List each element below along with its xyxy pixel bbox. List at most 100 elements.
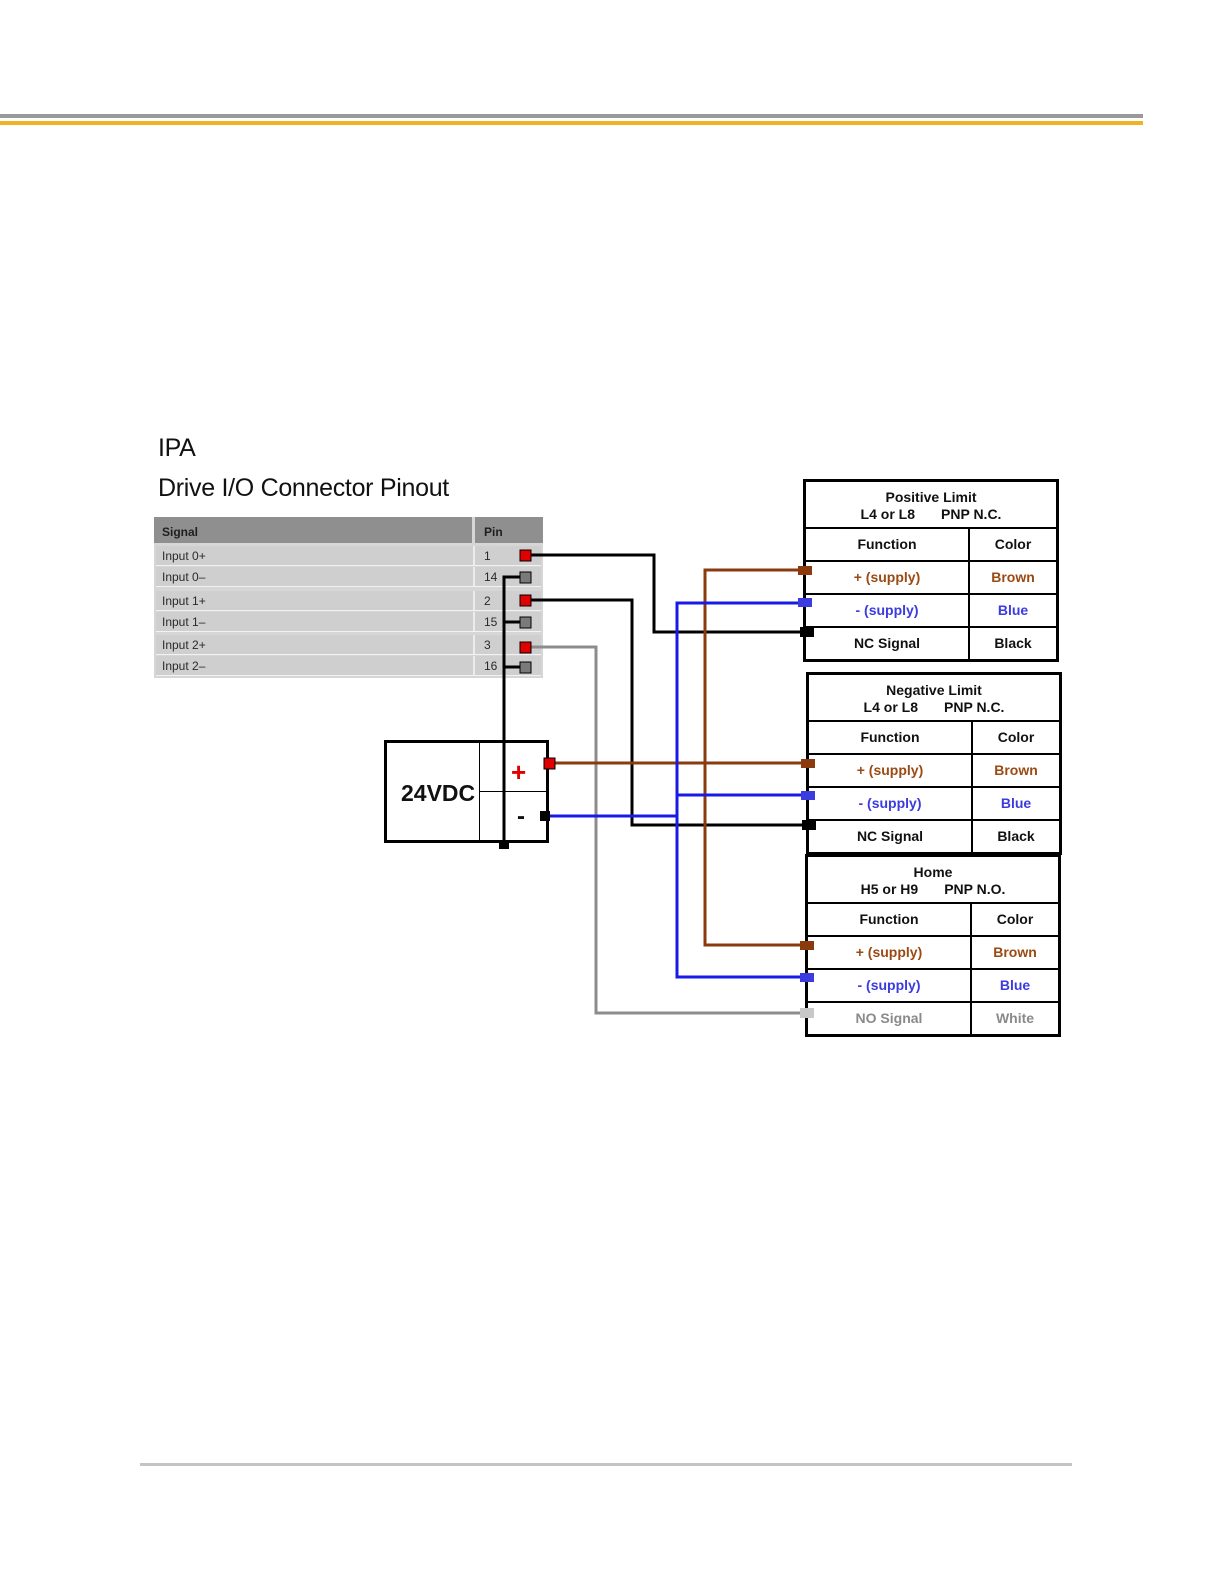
column-color: Color	[997, 729, 1035, 745]
column-function: Function	[809, 722, 973, 753]
row-color: Brown	[993, 944, 1037, 960]
sensor-header: Negative Limit L4 or L8 PNP N.C.	[809, 675, 1059, 722]
pinout-pin: 16	[484, 659, 498, 673]
terminal-psu-minus	[540, 811, 550, 821]
pinout-pin: 14	[484, 570, 498, 584]
psu-minus-symbol: -	[517, 803, 525, 830]
psu-plus-symbol: +	[511, 757, 527, 787]
row-function: + (supply)	[806, 562, 970, 593]
terminal-neg-brown	[801, 759, 815, 768]
row-function: - (supply)	[809, 788, 973, 819]
power-supply-label: 24VDC	[401, 780, 476, 806]
psu-divider	[479, 791, 549, 792]
wire-black-common	[502, 575, 524, 845]
pinout-signal: Input 0–	[162, 570, 206, 584]
sensor-row-signal: NC Signal Black	[806, 628, 1056, 659]
terminal-pin16	[519, 661, 532, 674]
pinout-row: Input 0+ 1	[156, 546, 541, 566]
pinout-row: Input 0– 14	[156, 567, 541, 587]
terminal-psu-common	[499, 840, 509, 849]
pinout-header-signal: Signal	[154, 517, 472, 543]
terminal-pin3	[519, 641, 532, 654]
terminal-home-gray	[800, 1008, 814, 1018]
power-supply-24vdc: 24VDC + -	[384, 740, 549, 843]
sensor-negative-limit: Negative Limit L4 or L8 PNP N.C. Function…	[806, 672, 1062, 855]
wire-black-input0	[529, 553, 806, 634]
row-color: Black	[994, 635, 1032, 651]
sensor-column-header: Function Color	[809, 722, 1059, 755]
terminal-pos-brown	[798, 566, 812, 575]
terminal-pin15	[519, 616, 532, 629]
pinout-row: Input 1+ 2	[156, 591, 541, 611]
row-function: - (supply)	[808, 970, 972, 1001]
sensor-row-supply-minus: - (supply) Blue	[806, 595, 1056, 628]
terminal-neg-blue	[801, 791, 815, 800]
column-function: Function	[806, 529, 970, 560]
sensor-type: PNP N.C.	[941, 506, 1002, 522]
wire-gray-input2	[529, 645, 808, 1015]
row-function: + (supply)	[808, 937, 972, 968]
row-color: Blue	[1000, 795, 1032, 811]
terminal-pos-blue	[798, 598, 812, 607]
sensor-title: Negative Limit	[886, 682, 982, 698]
sensor-title: Home	[913, 864, 953, 880]
pinout-row: Input 2– 16	[156, 656, 541, 676]
pinout-pin: 2	[484, 594, 491, 608]
pinout-signal: Input 2–	[162, 659, 206, 673]
terminal-pin1	[519, 549, 532, 562]
row-color: Blue	[997, 602, 1029, 618]
row-function: NC Signal	[806, 628, 970, 659]
pinout-signal: Input 2+	[162, 638, 206, 652]
sensor-model: L4 or L8	[863, 699, 919, 715]
column-function: Function	[808, 904, 972, 935]
pinout-row: Input 1– 15	[156, 612, 541, 632]
sensor-model: H5 or H9	[860, 881, 919, 897]
terminal-pin14	[519, 571, 532, 584]
pinout-signal: Input 0+	[162, 549, 206, 563]
terminal-psu-plus	[543, 757, 556, 770]
sensor-row-signal: NC Signal Black	[809, 821, 1059, 852]
row-function: - (supply)	[806, 595, 970, 626]
pinout-pin: 1	[484, 549, 491, 563]
sensor-model: L4 or L8	[860, 506, 916, 522]
diagram-title-ipa: IPA	[158, 434, 196, 462]
pinout-signal: Input 1–	[162, 615, 206, 629]
row-function: NC Signal	[809, 821, 973, 852]
pinout-pin: 15	[484, 615, 498, 629]
sensor-row-supply-plus: + (supply) Brown	[809, 755, 1059, 788]
wire-blue-bus	[675, 601, 808, 979]
sensor-column-header: Function Color	[806, 529, 1056, 562]
header-rule-gray	[0, 114, 1143, 118]
sensor-home: Home H5 or H9 PNP N.O. Function Color + (…	[805, 854, 1061, 1037]
pinout-header-pin: Pin	[475, 517, 543, 543]
terminal-neg-black	[802, 820, 816, 830]
header-rule-gold	[0, 121, 1143, 125]
terminal-pos-black	[800, 627, 814, 637]
row-color: Brown	[994, 762, 1038, 778]
wire-brown-bus	[703, 568, 808, 947]
pinout-row: Input 2+ 3	[156, 635, 541, 655]
row-color: Black	[997, 828, 1035, 844]
row-function: + (supply)	[809, 755, 973, 786]
sensor-row-signal: NO Signal White	[808, 1003, 1058, 1034]
sensor-row-supply-plus: + (supply) Brown	[806, 562, 1056, 595]
row-color: Brown	[991, 569, 1035, 585]
pinout-table: Signal Pin Input 0+ 1 Input 0– 14 Input …	[154, 517, 543, 678]
terminal-pin2	[519, 594, 532, 607]
footer-rule	[140, 1463, 1072, 1466]
sensor-column-header: Function Color	[808, 904, 1058, 937]
sensor-row-supply-plus: + (supply) Brown	[808, 937, 1058, 970]
sensor-row-supply-minus: - (supply) Blue	[808, 970, 1058, 1003]
column-color: Color	[996, 911, 1034, 927]
wire-black-input1	[529, 598, 808, 827]
row-color: Blue	[999, 977, 1031, 993]
row-function: NO Signal	[808, 1003, 972, 1034]
pinout-signal: Input 1+	[162, 594, 206, 608]
sensor-type: PNP N.O.	[944, 881, 1006, 897]
pinout-pin: 3	[484, 638, 491, 652]
diagram-title-pinout: Drive I/O Connector Pinout	[158, 474, 449, 502]
sensor-type: PNP N.C.	[944, 699, 1005, 715]
